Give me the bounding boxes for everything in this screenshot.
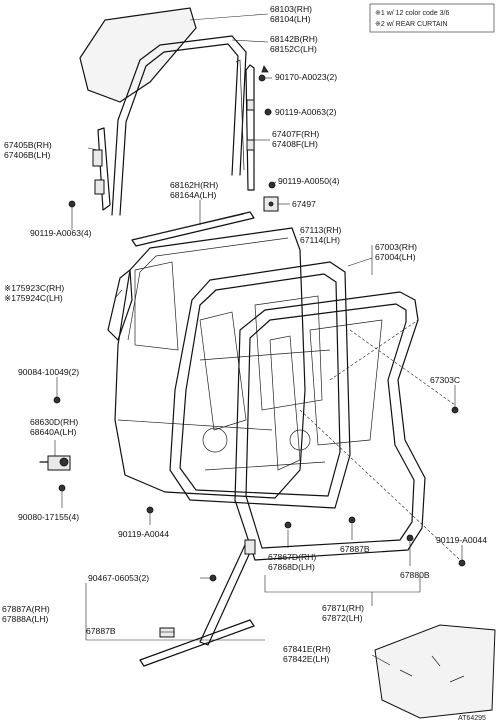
door-inner-frame	[169, 261, 351, 509]
leader-lines	[54, 13, 463, 666]
label-67113: 67113(RH)	[300, 225, 342, 235]
door-glass	[79, 7, 197, 103]
door-weatherstrip	[234, 291, 426, 561]
division-bar	[245, 64, 255, 191]
glass-run	[111, 35, 247, 216]
label-67872: 67872(LH)	[322, 613, 363, 623]
label-68162h: 68162H(RH)	[170, 180, 218, 190]
label-90119-a0044-a: 90119-A0044	[118, 529, 169, 539]
label-90170: 90170-A0023(2)	[275, 72, 337, 82]
note-2: ※2 w/ REAR CURTAIN	[375, 21, 448, 28]
label-68164a: 68164A(LH)	[170, 190, 216, 200]
label-90467: 90467-06053(2)	[88, 573, 149, 583]
label-67303c: 67303C	[430, 375, 460, 385]
label-67003: 67003(RH)	[375, 242, 417, 252]
label-67004: 67004(LH)	[375, 252, 416, 262]
label-67497: 67497	[292, 199, 316, 209]
label-67408f: 67408F(LH)	[272, 139, 318, 149]
label-67880b: 67880B	[400, 570, 430, 580]
label-68152c: 68152C(LH)	[270, 44, 317, 54]
label-67887b-b: 67887B	[86, 626, 116, 636]
label-90119-a0050: 90119-A0050(4)	[278, 176, 340, 186]
label-67407f: 67407F(RH)	[272, 129, 319, 139]
label-68103: 68103(RH)	[270, 4, 312, 14]
label-67842e: 67842E(LH)	[283, 654, 329, 664]
label-67868d: 67868D(LH)	[268, 562, 315, 572]
label-67887a: 67887A(RH)	[2, 604, 50, 614]
notes-box: ※1 w/ 12 color code 3/6 ※2 w/ REAR CURTA…	[369, 3, 495, 33]
bracket-67871	[264, 575, 421, 593]
label-75924c: ※175924C(LH)	[4, 293, 63, 303]
label-67405b: 67405B(RH)	[4, 140, 52, 150]
seal-clip-b	[348, 516, 356, 524]
seal-clip-a	[284, 521, 292, 529]
label-75923c: ※175923C(RH)	[4, 283, 64, 293]
label-68142b: 68142B(RH)	[270, 34, 318, 44]
bolt-bottom-right	[458, 559, 466, 567]
service-hole-cover	[374, 624, 496, 719]
label-68640a: 68640A(LH)	[30, 427, 76, 437]
hinge-assembly	[39, 396, 71, 492]
label-67406b: 67406B(LH)	[4, 150, 50, 160]
label-90080: 90080-17155(4)	[18, 512, 79, 522]
label-68630d: 68630D(RH)	[30, 417, 78, 427]
lower-seal-strip	[139, 539, 256, 667]
label-67887b-a: 67887B	[340, 544, 370, 554]
label-90084: 90084-10049(2)	[18, 367, 79, 377]
label-90119-a0063-4: 90119-A0063(4)	[30, 228, 92, 238]
clip-67497	[263, 196, 279, 212]
label-67867d: 67867D(RH)	[268, 552, 316, 562]
label-67114: 67114(LH)	[300, 235, 340, 245]
side-moulding	[107, 269, 133, 341]
seal-clip-c	[406, 534, 414, 542]
label-90119-a0044-b: 90119-A0044	[436, 535, 487, 545]
note-1: ※1 w/ 12 color code 3/6	[375, 10, 449, 17]
bolt-group-top	[258, 65, 276, 189]
diagram-code: AT64295	[458, 715, 486, 722]
label-67871: 67871(RH)	[322, 603, 364, 613]
part-labels: 68103(RH) 68104(LH) 68142B(RH) 68152C(LH…	[2, 4, 487, 722]
label-90119-a0063-2: 90119-A0063(2)	[275, 107, 337, 117]
front-frame-channel	[92, 127, 111, 211]
outer-panel	[114, 227, 306, 499]
belt-moulding	[131, 211, 255, 247]
label-68104: 68104(LH)	[270, 14, 311, 24]
label-67841e: 67841E(RH)	[283, 644, 331, 654]
label-67888a: 67888A(LH)	[2, 614, 48, 624]
